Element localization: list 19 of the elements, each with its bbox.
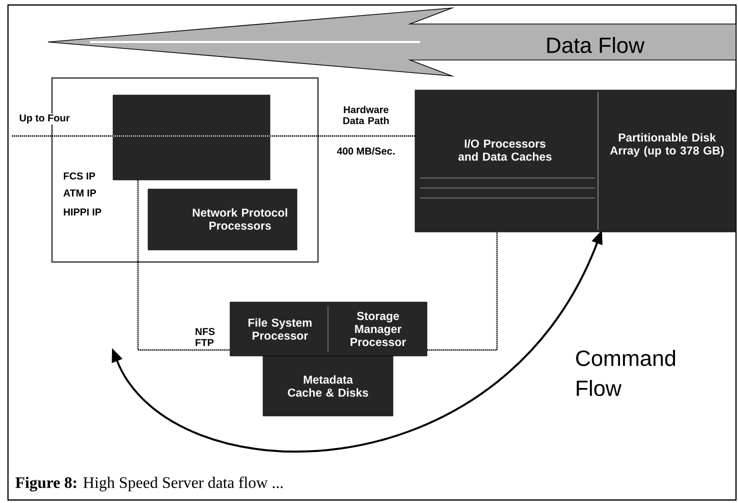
connector-line [137,180,230,351]
cache-box: Metadata Cache & Disks [262,356,394,416]
processor-box: File System Processor Storage Manager Processor [230,302,428,356]
connector-line [12,135,415,137]
protocol-label: NFS FTP [194,327,222,347]
path-label: Hardware Data Path [343,106,389,124]
processor-box: Network Protocol Processors [148,188,298,250]
flow-label: Command Flow [576,350,676,396]
connector-line [427,232,498,351]
protocol-label: HIPPI IP [64,208,102,216]
processor-block [112,94,270,136]
storage-box: I/O Processors and Data Caches Partitionable Disk Array (up to 378 GB) [414,90,736,232]
side-label: Up to Four [18,114,71,124]
processor-block [112,136,270,180]
flow-label: Data Flow [547,36,645,54]
speed-label: 400 MB/Sec. [336,147,394,155]
protocol-label: ATM IP [63,190,96,196]
protocol-label: FCS IP [64,172,96,180]
caption: Figure 8: High Speed Server data flow ... [15,476,283,492]
